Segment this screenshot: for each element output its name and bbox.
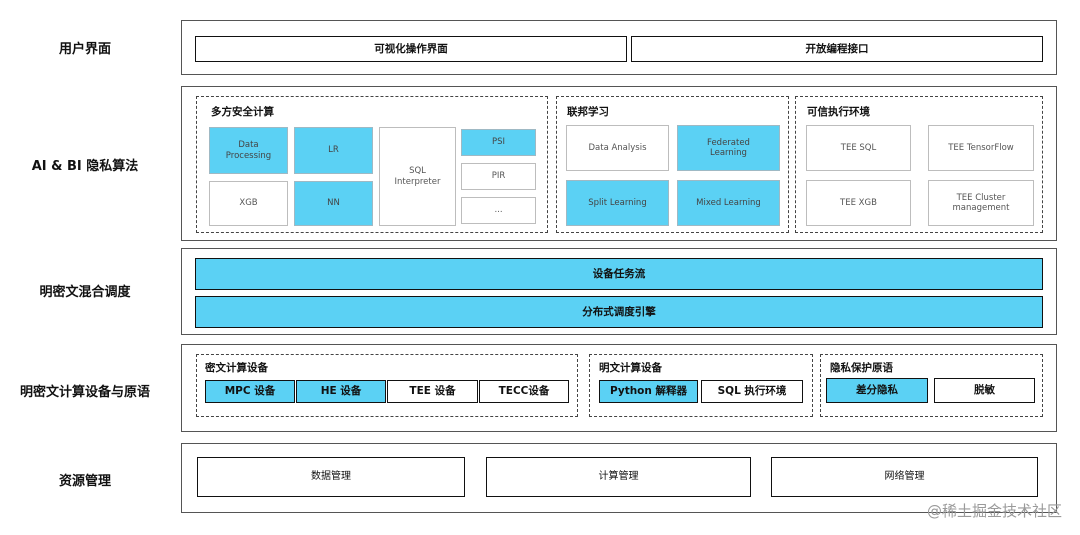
distributed-scheduling-engine-bar: 分布式调度引擎 <box>195 296 1043 328</box>
group-title-plaintext-devices: 明文计算设备 <box>599 362 662 374</box>
device-mpc: MPC 设备 <box>205 380 295 403</box>
group-federated-learning <box>556 96 789 233</box>
algo-tee-sql: TEE SQL <box>806 125 911 171</box>
algo-lr: LR <box>294 127 373 174</box>
open-programming-interface-box: 开放编程接口 <box>631 36 1043 62</box>
layer-label-resource-management: 资源管理 <box>58 474 111 489</box>
device-task-flow-bar: 设备任务流 <box>195 258 1043 290</box>
algo-mixed-learning: Mixed Learning <box>677 180 780 226</box>
algo-tee-xgb: TEE XGB <box>806 180 911 226</box>
algo-tee-tensorflow: TEE TensorFlow <box>928 125 1034 171</box>
algo-federated-learning: Federated Learning <box>677 125 780 171</box>
algo-sql-interpreter: SQL Interpreter <box>379 127 456 226</box>
group-cipher-devices <box>196 354 578 417</box>
device-sql-execution-env: SQL 执行环境 <box>701 380 803 403</box>
group-title-cipher-devices: 密文计算设备 <box>205 362 268 374</box>
algo-more: ... <box>461 197 536 224</box>
device-python-interpreter: Python 解释器 <box>599 380 698 403</box>
compute-management-box: 计算管理 <box>486 457 751 497</box>
algo-tee-cluster-management: TEE Cluster management <box>928 180 1034 226</box>
device-tecc: TECC设备 <box>479 380 569 403</box>
group-title-federated-learning: 联邦学习 <box>567 106 609 118</box>
device-he: HE 设备 <box>296 380 386 403</box>
network-management-box: 网络管理 <box>771 457 1038 497</box>
group-multi-party-computation <box>196 96 548 233</box>
algo-data-processing: Data Processing <box>209 127 288 174</box>
algo-pir: PIR <box>461 163 536 190</box>
watermark-text: @稀土掘金技术社区 <box>926 502 1062 520</box>
algo-psi: PSI <box>461 129 536 156</box>
group-title-privacy-primitives: 隐私保护原语 <box>830 362 893 374</box>
layer-label-devices-primitives: 明密文计算设备与原语 <box>19 385 150 400</box>
primitive-desensitization: 脱敏 <box>934 378 1035 403</box>
device-tee: TEE 设备 <box>387 380 478 403</box>
algo-split-learning: Split Learning <box>566 180 669 226</box>
algo-data-analysis: Data Analysis <box>566 125 669 171</box>
layer-label-ai-bi-algorithms: AI & BI 隐私算法 <box>31 159 139 174</box>
primitive-differential-privacy: 差分隐私 <box>826 378 928 403</box>
group-title-mpc: 多方安全计算 <box>211 106 274 118</box>
data-management-box: 数据管理 <box>197 457 465 497</box>
group-title-tee: 可信执行环境 <box>807 106 870 118</box>
group-plaintext-devices <box>589 354 813 417</box>
group-trusted-execution <box>795 96 1043 233</box>
algo-nn: NN <box>294 181 373 226</box>
layer-label-user-interface: 用户界面 <box>58 42 111 57</box>
layer-label-hybrid-scheduling: 明密文混合调度 <box>39 285 131 300</box>
group-privacy-primitives <box>820 354 1043 417</box>
visual-operation-interface-box: 可视化操作界面 <box>195 36 627 62</box>
algo-xgb: XGB <box>209 181 288 226</box>
